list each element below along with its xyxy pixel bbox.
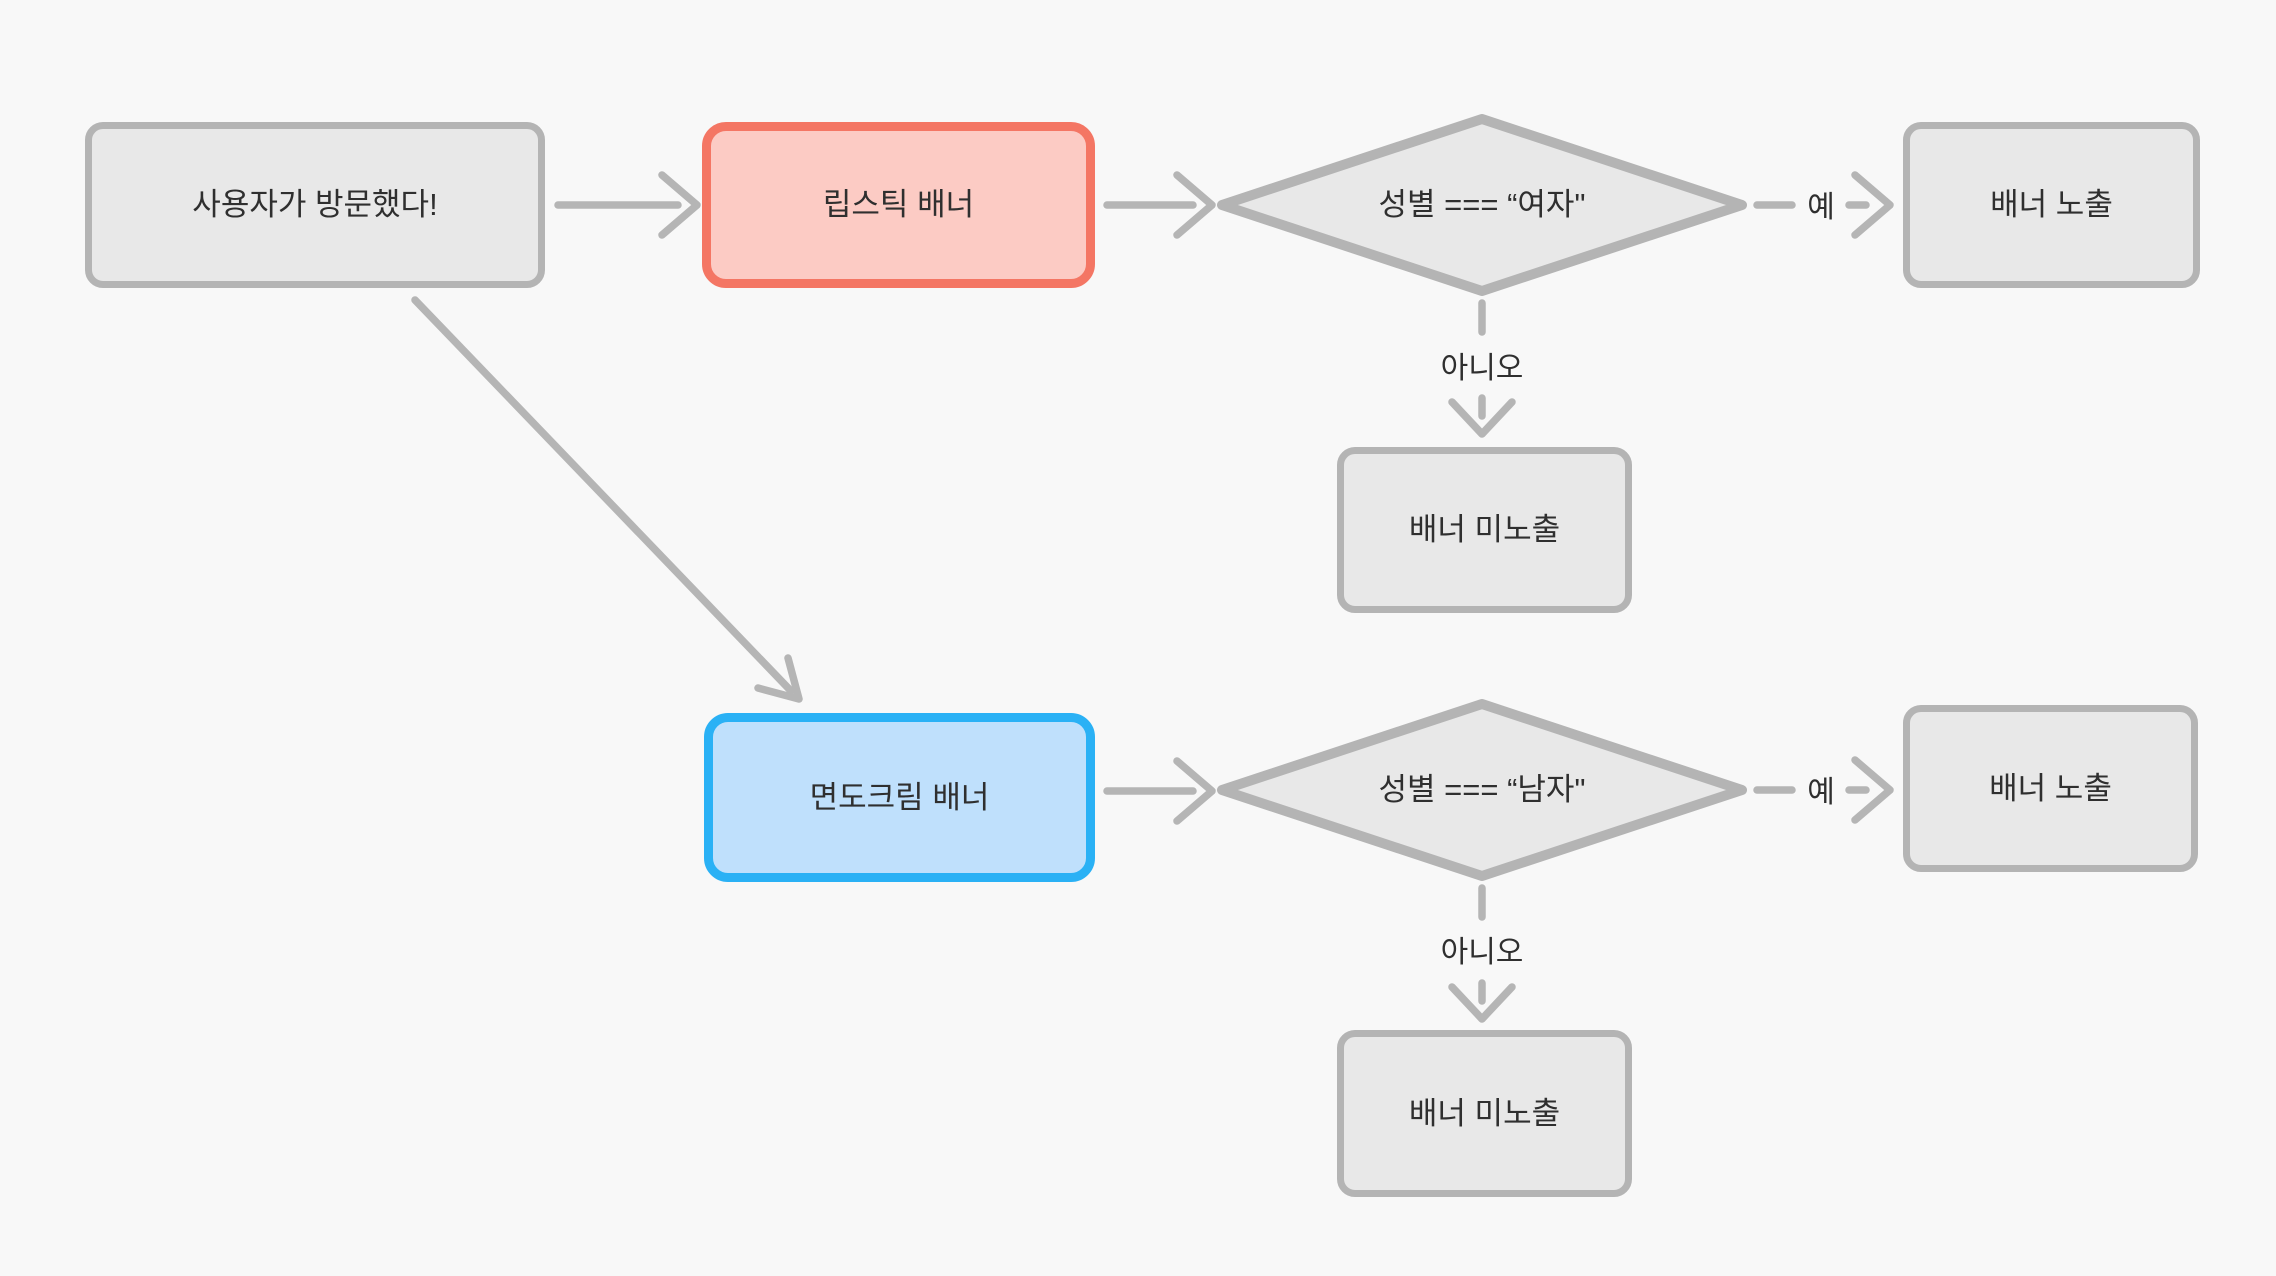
node-shaving-banner: 면도크림 배너 [704, 713, 1095, 882]
edge-start-to-lipstick-arrowhead-icon [658, 171, 701, 239]
node-cond-male: 성별 === “남자" [1217, 699, 1747, 881]
edge-shaving-to-cond-arrowhead-icon [1173, 757, 1216, 825]
edge-yes2-arrowhead-icon [1851, 756, 1894, 824]
node-show-banner-1-label: 배너 노출 [1990, 187, 2113, 223]
node-lipstick-banner: 립스틱 배너 [702, 122, 1095, 288]
edge-label-yes-1: 예 [1807, 191, 1835, 224]
node-hide-banner-2-label: 배너 미노출 [1408, 1095, 1561, 1131]
node-start-label: 사용자가 방문했다! [192, 187, 438, 223]
diamond-shape-male [1217, 699, 1747, 881]
node-start: 사용자가 방문했다! [85, 122, 545, 288]
node-hide-banner-1: 배너 미노출 [1337, 447, 1632, 613]
edge-start-to-shaving-line [411, 296, 795, 695]
node-show-banner-2-label: 배너 노출 [1989, 770, 2112, 806]
node-show-banner-1: 배너 노출 [1903, 122, 2200, 288]
edge-lipstick-to-cond-arrowhead-icon [1173, 171, 1216, 239]
edge-label-yes-2: 예 [1807, 776, 1835, 809]
diamond-shape-female [1217, 114, 1747, 296]
edge-no2-arrowhead-icon [1448, 983, 1516, 1023]
edge-label-no-2: 아니오 [1440, 936, 1524, 969]
edge-label-no-1: 아니오 [1440, 352, 1524, 385]
node-cond-male-label: 성별 === “남자" [1378, 772, 1586, 808]
node-lipstick-banner-label: 립스틱 배너 [822, 187, 975, 223]
node-shaving-banner-label: 면도크림 배너 [809, 779, 990, 815]
node-hide-banner-1-label: 배너 미노출 [1408, 512, 1561, 548]
edge-start-to-shaving-arrowhead-icon [754, 654, 803, 703]
node-hide-banner-2: 배너 미노출 [1337, 1030, 1632, 1197]
node-show-banner-2: 배너 노출 [1903, 705, 2198, 872]
node-cond-female-label: 성별 === “여자" [1378, 187, 1586, 223]
edge-no1-arrowhead-icon [1448, 398, 1516, 438]
edge-yes1-arrowhead-icon [1851, 171, 1894, 239]
node-cond-female: 성별 === “여자" [1217, 114, 1747, 296]
